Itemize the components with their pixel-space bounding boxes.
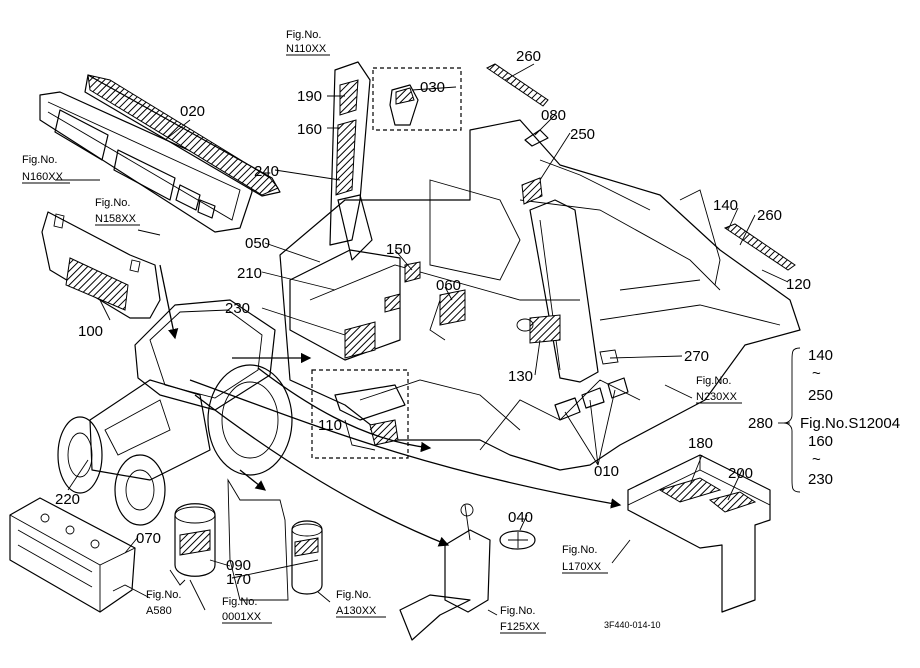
part-170-label: 170	[226, 571, 251, 588]
part-200-label: 200	[728, 465, 753, 482]
fig-label-f125: Fig.No.	[500, 605, 535, 617]
part-020-label: 020	[180, 103, 205, 120]
lever-assembly	[399, 503, 536, 641]
bracket-bottom-a: 160	[808, 433, 833, 450]
drawing-id: 3F440-014-10	[604, 620, 661, 630]
bracket-fig-text: Fig.No.S12004	[800, 415, 900, 432]
bracket-tilde-b: ~	[812, 451, 821, 468]
detail-box-030	[372, 67, 462, 131]
fig-ref-n230: N230XX	[696, 391, 738, 403]
part-230-label: 230	[225, 300, 250, 317]
leader-lines	[55, 63, 790, 616]
part-220-label: 220	[55, 491, 80, 508]
tractor	[57, 299, 293, 526]
fuel-filter	[169, 503, 216, 586]
part-270-label: 270	[684, 348, 709, 365]
fig-label-n230: Fig.No.	[696, 375, 731, 387]
bracket-top-a: 140	[808, 347, 833, 364]
bracket-top-b: 250	[808, 387, 833, 404]
fig-label-l170: Fig.No.	[562, 544, 597, 556]
part-160-label: 160	[297, 121, 322, 138]
fig-ref-0001: 0001XX	[222, 611, 262, 623]
fig-ref-n110: N110XX	[286, 43, 327, 55]
side-panel	[41, 211, 161, 319]
bracket-bottom-b: 230	[808, 471, 833, 488]
cabin-frame	[279, 119, 801, 471]
part-240-label: 240	[254, 163, 279, 180]
part-150-label: 150	[386, 241, 411, 258]
part-110-label: 110	[318, 417, 342, 434]
fig-label-0001: Fig.No.	[222, 596, 257, 608]
hood-decal-strip	[39, 74, 281, 233]
part-050-label: 050	[245, 235, 270, 252]
top-stickers	[486, 63, 796, 271]
fig-label-a580: Fig.No.	[146, 589, 181, 601]
reference-arrows	[159, 264, 622, 547]
part-260a-label: 260	[516, 48, 541, 65]
part-130-label: 130	[508, 368, 533, 385]
front-pillar	[329, 61, 373, 261]
part-080-label: 080	[541, 107, 566, 124]
fig-label-a130: Fig.No.	[336, 589, 371, 601]
fig-label-n160: Fig.No.	[22, 154, 57, 166]
detail-box-110	[311, 369, 409, 459]
fig-ref-f125: F125XX	[500, 621, 540, 633]
part-120-label: 120	[786, 276, 811, 293]
fig-label-n110: Fig.No.	[286, 29, 321, 41]
bracket-280	[783, 347, 801, 493]
part-070-label: 070	[136, 530, 161, 547]
filter-170	[227, 478, 323, 601]
battery	[9, 497, 136, 613]
part-040-label: 040	[508, 509, 533, 526]
part-260b-label: 260	[757, 207, 782, 224]
fig-label-n158: Fig.No.	[95, 197, 130, 209]
fig-ref-a580: A580	[146, 605, 172, 617]
part-140-label: 140	[713, 197, 738, 214]
part-030-label: 030	[420, 79, 445, 96]
part-010-label: 010	[594, 463, 619, 480]
fig-ref-l170: L170XX	[562, 561, 602, 573]
part-180-label: 180	[688, 435, 713, 452]
part-100-label: 100	[78, 323, 103, 340]
part-250-label: 250	[570, 126, 595, 143]
fig-ref-n160: N160XX	[22, 171, 64, 183]
part-190-label: 190	[297, 88, 322, 105]
part-060-label: 060	[436, 277, 461, 294]
bracket-tilde-a: ~	[812, 365, 821, 382]
fig-ref-underlines	[22, 54, 742, 634]
part-210-label: 210	[237, 265, 262, 282]
lower-stickers	[554, 349, 629, 421]
part-280-label: 280	[748, 415, 773, 432]
labels: 020 Fig.No. N110XX 190 160 030 240 050 2…	[22, 29, 900, 633]
fig-ref-n158: N158XX	[95, 213, 137, 225]
part-090-label: 090	[226, 557, 251, 574]
fig-ref-a130: A130XX	[336, 605, 377, 617]
